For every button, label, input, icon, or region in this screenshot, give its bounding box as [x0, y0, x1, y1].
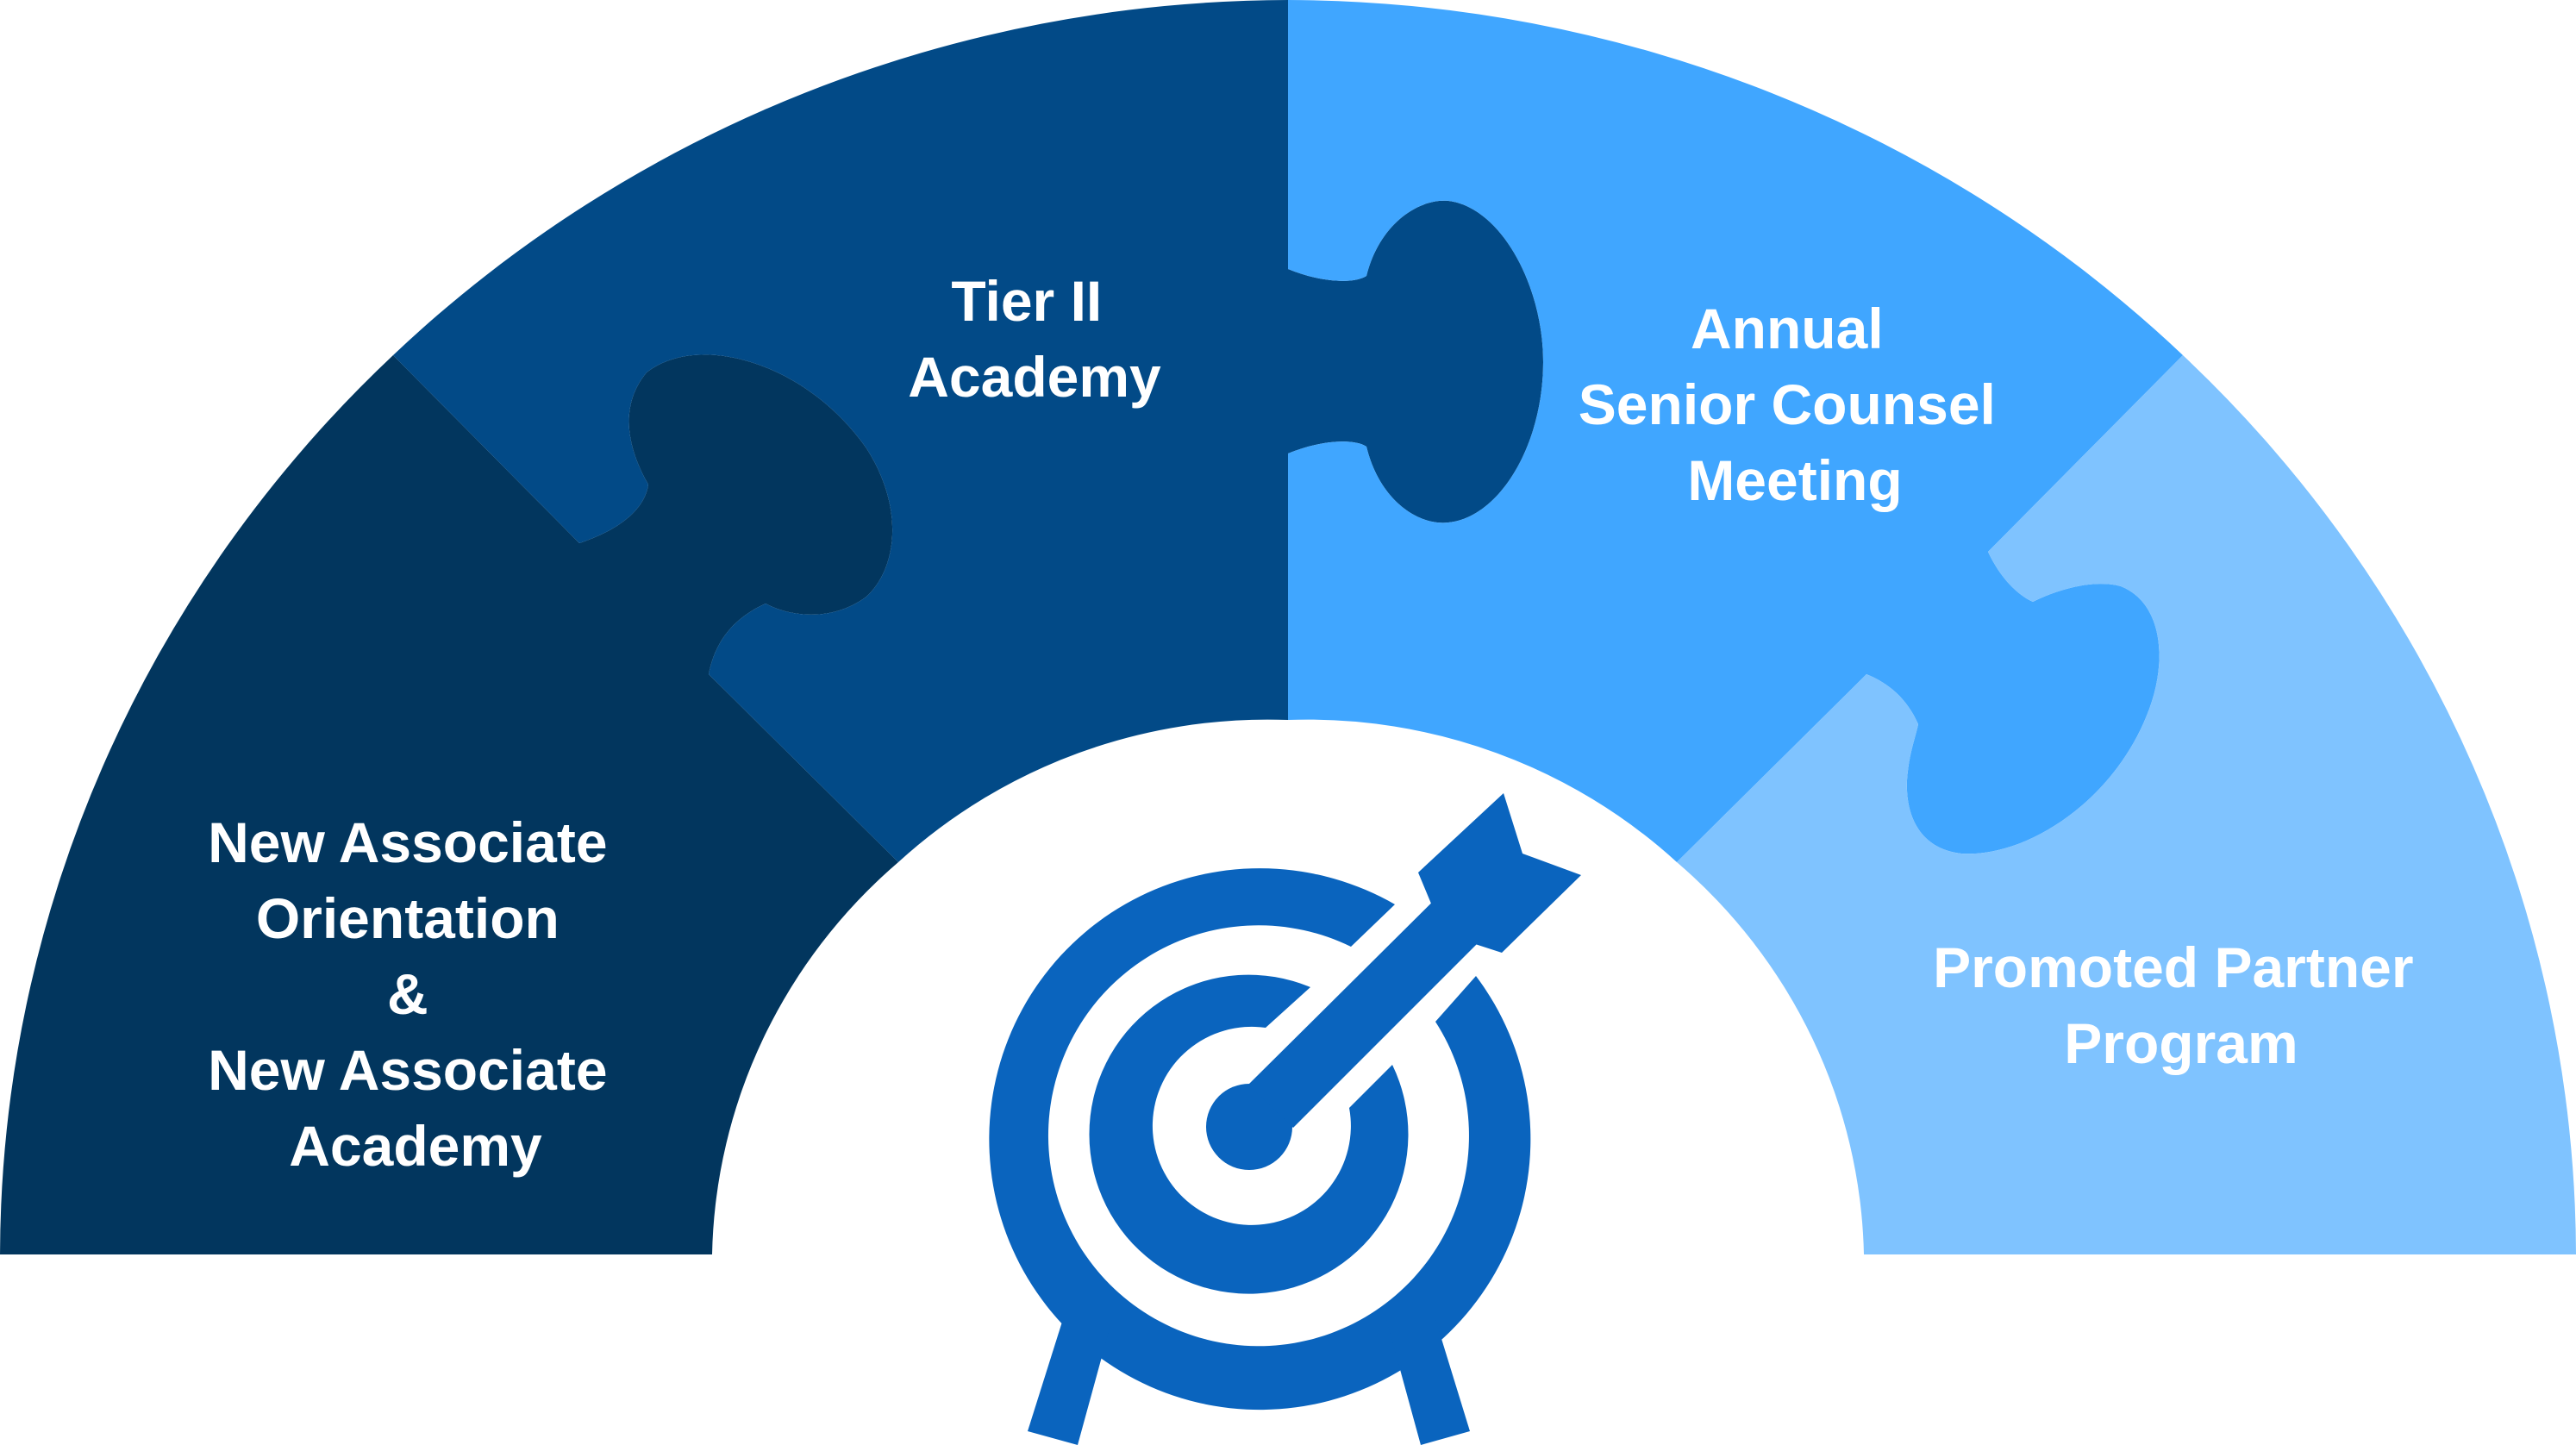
target-with-arrow-icon	[989, 793, 1581, 1445]
label-line: Senior Counsel	[1579, 372, 1996, 436]
label-line: Promoted Partner	[1933, 935, 2413, 999]
target-stand-right-leg	[1386, 1319, 1470, 1445]
label-line: Annual	[1691, 297, 1884, 360]
label-line: Program	[2064, 1011, 2298, 1075]
label-line: Meeting	[1687, 448, 1902, 512]
target-stand-left-leg	[1028, 1319, 1112, 1445]
segment-promoted-partner	[1677, 355, 2576, 1254]
label-line: Academy	[289, 1114, 542, 1178]
segment-annual-meeting	[1288, 0, 2183, 862]
label-line: New Associate	[208, 810, 607, 874]
label-line: Academy	[908, 345, 1161, 409]
label-annual-meeting: Annual Senior Counsel Meeting	[1579, 297, 2011, 512]
label-tier-ii: Tier II Academy	[908, 269, 1161, 409]
arrow-fletching	[1418, 793, 1581, 953]
target-middle-ring	[1089, 974, 1409, 1294]
label-promoted-partner: Promoted Partner Program	[1933, 935, 2429, 1075]
label-new-associate: New Associate Orientation & New Associat…	[208, 810, 623, 1178]
arrow-shaft	[1248, 860, 1517, 1128]
label-line: &	[387, 962, 428, 1026]
segment-tier-ii	[393, 0, 1543, 862]
segment-new-associate	[0, 354, 898, 1255]
label-line: New Associate	[208, 1038, 607, 1102]
label-line: Orientation	[256, 886, 560, 950]
label-line: Tier II	[951, 269, 1102, 333]
